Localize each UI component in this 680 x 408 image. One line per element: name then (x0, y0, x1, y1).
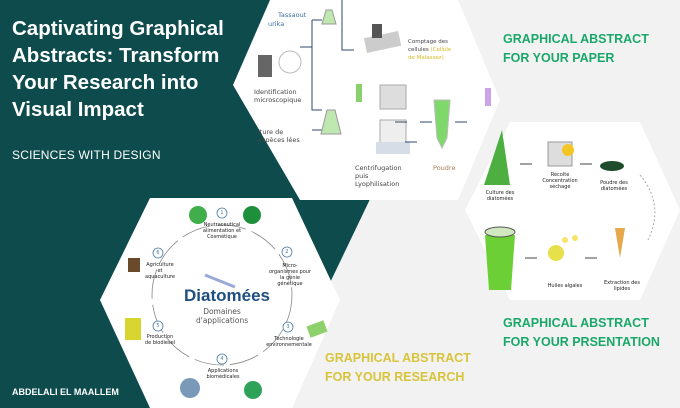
research-subtitle: Domaines d'applications (196, 307, 249, 325)
caption-paper: GRAPHICAL ABSTRACT FOR YOUR PAPER (503, 32, 649, 65)
research-step-num-6: 6 (156, 250, 160, 256)
research-step-2: Micro-organismes pour la génie génétique (268, 263, 312, 287)
author-name: ABDELALI EL MAALLEM (12, 387, 119, 397)
paper-frag2: urika (268, 20, 285, 28)
presentation-illustration (484, 130, 656, 290)
paper-identification: Identification microscopique (254, 88, 302, 104)
research-step-5: Production de biodiesel (144, 334, 176, 346)
pres-extraction: Extraction des lipides (604, 280, 640, 292)
pres-harvest: Récolte Concentration séchage (542, 172, 578, 190)
research-step-3: Technologie environnementale (266, 336, 312, 348)
pres-powder: Poudre des diatomées (600, 180, 628, 192)
paper-frag1: Tassaout (278, 11, 307, 19)
paper-centrifugation: Centrifugation puis Lyophilisation (355, 164, 402, 188)
paper-illustration (258, 0, 491, 154)
research-step-4: Applications biomédicales (206, 368, 240, 380)
hero-subtitle: SCIENCES WITH DESIGN (12, 148, 161, 162)
research-step-num-3: 3 (286, 324, 290, 330)
research-step-num-2: 2 (285, 249, 289, 255)
caption-research: GRAPHICAL ABSTRACT FOR YOUR RESEARCH (325, 351, 471, 384)
paper-culture: lture de espèces lées (258, 128, 300, 144)
research-step-6: Agriculture et aquaculture (145, 262, 175, 280)
caption-presentation: GRAPHICAL ABSTRACT FOR YOUR PRSENTATION (503, 316, 660, 349)
paper-counting: Comptage des cellules (Cellule de Malass… (408, 39, 452, 61)
research-step-1: Neutraceutical alimentation et Cosmétiqu… (202, 222, 242, 240)
research-title: Diatomées (184, 286, 270, 305)
paper-powder: Poudre (433, 164, 456, 172)
research-step-num-5: 5 (156, 323, 160, 329)
research-step-num-4: 4 (220, 356, 224, 362)
presentation-hexagon (465, 122, 680, 300)
hero-title: Captivating Graphical Abstracts: Transfo… (12, 17, 224, 121)
research-step-num-1: 1 (220, 210, 224, 216)
research-illustration (125, 206, 328, 399)
paper-hexagon (233, 0, 500, 200)
pres-oils: Huiles algales (547, 283, 583, 289)
pres-culture: Culture des diatomées (485, 190, 515, 202)
